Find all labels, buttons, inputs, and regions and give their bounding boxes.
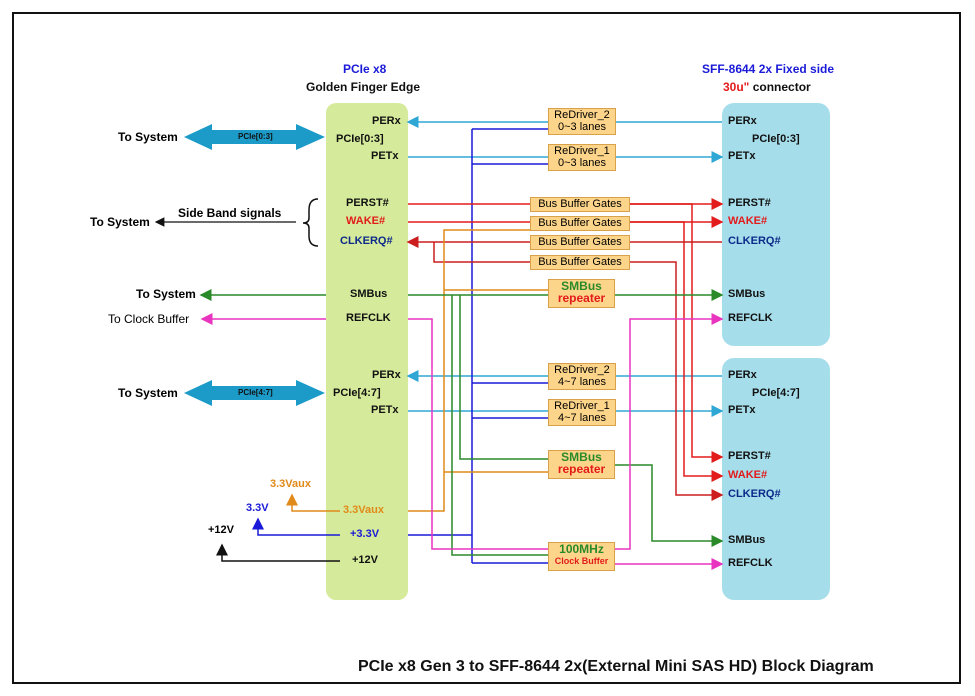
clock-buffer-100mhz: 100MHz Clock Buffer: [548, 542, 615, 571]
redriver2-lanes-0-3: ReDriver_2 0~3 lanes: [548, 108, 616, 135]
right-bottom-clkreq: CLKERQ#: [728, 488, 781, 500]
clock-buffer-freq: 100MHz: [559, 542, 604, 556]
bus-label-pcie-0-3: PCIe[0:3]: [238, 132, 273, 141]
bus-buffer-gates-2: Bus Buffer Gates: [530, 216, 630, 231]
right-top-group: PCIe[0:3]: [752, 133, 800, 145]
arrow-3v3: [252, 517, 340, 536]
redriver2-a-lanes: 0~3 lanes: [557, 121, 606, 133]
right-bottom-group: PCIe[4:7]: [752, 387, 800, 399]
to-system-label-1: To System: [118, 130, 178, 144]
pcie-x8-golden-finger-block: [326, 103, 408, 600]
redriver2-b-title: ReDriver_2: [554, 364, 610, 376]
right-top-perx: PERx: [728, 115, 757, 127]
right-top-clkreq: CLKERQ#: [728, 235, 781, 247]
power-3v3-label: 3.3V: [246, 502, 269, 514]
left-perst: PERST#: [346, 197, 389, 209]
diagram-footer-title: PCIe x8 Gen 3 to SFF-8644 2x(External Mi…: [358, 658, 874, 675]
redriver1-a-title: ReDriver_1: [554, 145, 610, 157]
smbus-repeater-bottom: SMBus repeater: [548, 450, 615, 479]
pcie-0-3-bus-arrow: [184, 124, 325, 150]
power-3v3aux-lines: [408, 229, 548, 512]
right-top-smbus: SMBus: [728, 288, 766, 300]
redriver1-b-title: ReDriver_1: [554, 400, 610, 412]
right-bottom-perx: PERx: [728, 369, 757, 381]
left-smbus: SMBus: [350, 288, 388, 300]
power-3v3aux-label: 3.3Vaux: [270, 478, 311, 490]
right-bottom-wake: WAKE#: [728, 469, 768, 481]
left-petx-a: PETx: [371, 150, 399, 162]
right-header-connector: connector: [752, 80, 811, 94]
right-bottom-smbus: SMBus: [728, 534, 766, 546]
pcie-4-7-bus-arrow: [184, 380, 325, 406]
to-system-label-4: To System: [118, 386, 178, 400]
bus-buffer-gates-4: Bus Buffer Gates: [530, 255, 630, 270]
left-pcie-group-a: PCIe[0:3]: [336, 133, 384, 145]
smbus-repeater-top: SMBus repeater: [548, 279, 615, 308]
redriver2-b-lanes: 4~7 lanes: [557, 376, 606, 388]
left-wake: WAKE#: [346, 215, 386, 227]
right-header-30u: 30u": [723, 80, 750, 94]
right-header-line1: SFF-8644 2x Fixed side: [702, 62, 835, 76]
arrow-12v: [216, 543, 340, 562]
smbus-repeater-top-title: SMBus: [561, 279, 602, 293]
right-top-petx: PETx: [728, 150, 756, 162]
right-top-refclk: REFCLK: [728, 312, 773, 324]
sff8644-connector-bottom-block: [722, 358, 830, 600]
left-header-line1: PCIe x8: [343, 62, 387, 76]
left-12v: +12V: [352, 554, 378, 566]
power-12v-label: +12V: [208, 524, 234, 536]
redriver1-lanes-4-7: ReDriver_1 4~7 lanes: [548, 399, 616, 426]
arrow-3v3aux: [286, 493, 340, 512]
sideband-brace: [302, 198, 319, 247]
bus-buffer-gates-3: Bus Buffer Gates: [530, 235, 630, 250]
left-pcie-group-b: PCIe[4:7]: [333, 387, 381, 399]
power-3v3-lines: [408, 128, 548, 564]
to-system-label-3: To System: [136, 287, 196, 301]
clock-buffer-label: Clock Buffer: [554, 556, 609, 566]
smbus-lines: [199, 289, 724, 556]
left-3v3aux: 3.3Vaux: [343, 504, 384, 516]
redriver2-lanes-4-7: ReDriver_2 4~7 lanes: [548, 363, 616, 390]
right-bottom-petx: PETx: [728, 404, 756, 416]
left-clkreq: CLKERQ#: [340, 235, 393, 247]
bus-label-pcie-4-7: PCIe[4:7]: [238, 388, 273, 397]
sff8644-connector-top-block: [722, 103, 830, 346]
right-bottom-refclk: REFCLK: [728, 557, 773, 569]
left-refclk: REFCLK: [346, 312, 391, 324]
bus-buffer-gates-1: Bus Buffer Gates: [530, 197, 630, 212]
smbus-repeater-bottom-title: SMBus: [561, 450, 602, 464]
diagram-frame: [12, 12, 961, 684]
redriver1-a-lanes: 0~3 lanes: [557, 157, 606, 169]
left-3v3: +3.3V: [350, 528, 380, 540]
left-perx-b: PERx: [372, 369, 401, 381]
left-petx-b: PETx: [371, 404, 399, 416]
left-perx-a: PERx: [372, 115, 401, 127]
smbus-repeater-bottom-sub: repeater: [557, 462, 606, 476]
to-system-label-2: To System: [90, 215, 150, 229]
right-bottom-perst: PERST#: [728, 450, 771, 462]
refclk-lines: [200, 313, 724, 570]
right-top-perst: PERST#: [728, 197, 771, 209]
smbus-repeater-top-sub: repeater: [557, 291, 606, 305]
side-band-signals-label: Side Band signals: [178, 206, 282, 220]
redriver1-lanes-0-3: ReDriver_1 0~3 lanes: [548, 144, 616, 171]
redriver1-b-lanes: 4~7 lanes: [557, 412, 606, 424]
right-header-line2: 30u" connector: [723, 81, 811, 93]
left-header-line2: Golden Finger Edge: [306, 80, 421, 94]
right-top-wake: WAKE#: [728, 215, 768, 227]
to-clock-buffer-label: To Clock Buffer: [108, 312, 190, 326]
redriver2-a-title: ReDriver_2: [554, 109, 610, 121]
